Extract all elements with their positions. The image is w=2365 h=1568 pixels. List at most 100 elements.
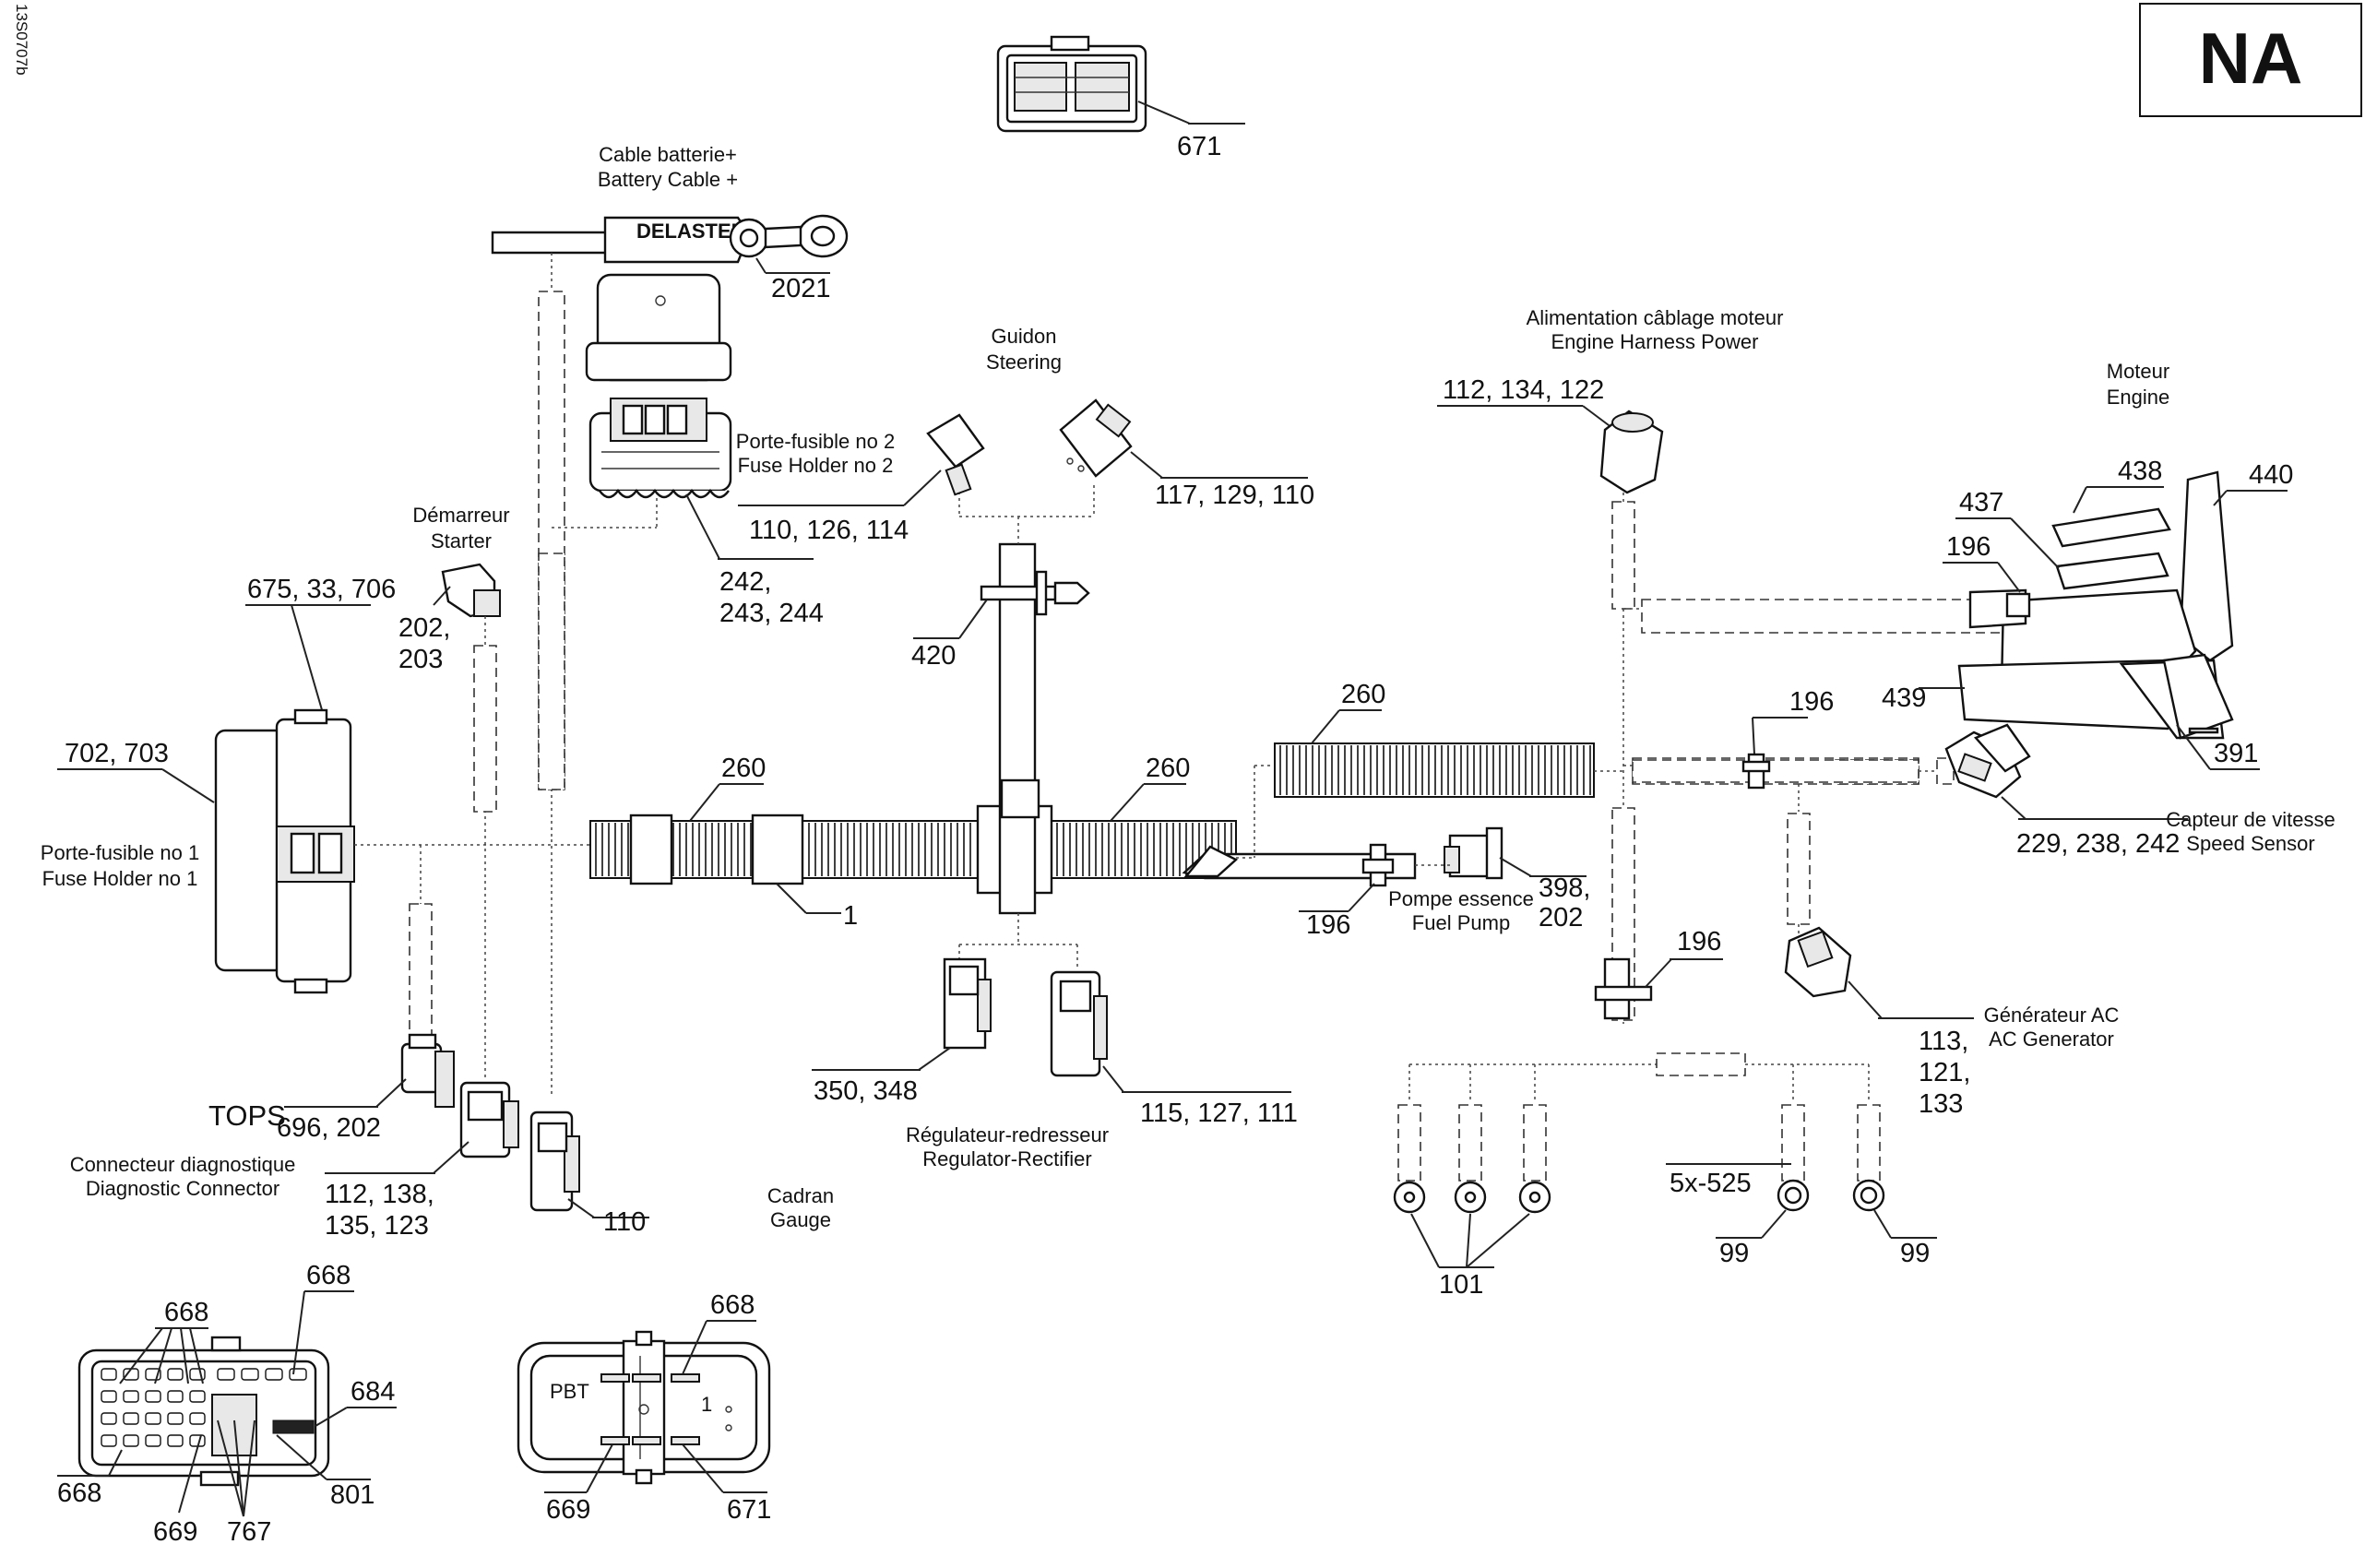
gauge-connector	[529, 1111, 580, 1212]
connector-pin	[167, 1368, 184, 1381]
engine-label-en: Engine	[2107, 386, 2170, 409]
connector-pin	[101, 1434, 117, 1447]
part-number-260-middle: 260	[1146, 754, 1190, 783]
part-number-801: 801	[330, 1480, 374, 1510]
regulator-label-en: Regulator-Rectifier	[922, 1147, 1091, 1170]
fuse-holder-1-label-fr: Porte-fusible no 1	[41, 841, 199, 864]
engine-connectors	[1957, 470, 2234, 740]
ac-generator-connector	[1784, 926, 1852, 998]
part-number-133: 133	[1919, 1089, 1963, 1119]
starter-label-en: Starter	[431, 529, 492, 552]
clip-420	[913, 570, 1090, 639]
fuel-pump-connector	[1444, 826, 1503, 880]
part-number-196-speed: 196	[1789, 687, 1834, 717]
engine-label-fr: Moteur	[2107, 360, 2169, 383]
connector-pin	[101, 1368, 117, 1381]
part-number-1: 1	[843, 901, 858, 931]
battery-cable-label-fr: Cable batterie+	[599, 143, 737, 166]
part-number-113: 113,	[1919, 1027, 1968, 1056]
connector-pin	[145, 1434, 161, 1447]
tops-connector	[400, 1033, 455, 1108]
part-number-671-right: 671	[727, 1495, 771, 1525]
steering-label-fr: Guidon	[992, 325, 1057, 348]
part-number-684: 684	[351, 1377, 395, 1407]
part-number-696-202: 696, 202	[277, 1113, 381, 1143]
ground-terminals	[1393, 1104, 1885, 1214]
connector-pin	[123, 1412, 139, 1425]
part-number-2021: 2021	[771, 274, 831, 303]
part-number-420: 420	[911, 641, 956, 671]
part-number-671-top: 671	[1177, 132, 1221, 161]
part-number-202-fuel: 202	[1539, 903, 1583, 932]
part-number-110-gauge: 110	[603, 1207, 646, 1237]
part-number-99-left: 99	[1719, 1239, 1749, 1268]
fuel-pump-label-en: Fuel Pump	[1412, 911, 1510, 934]
fuse-holder-1-label-en: Fuse Holder no 1	[42, 867, 198, 890]
diagnostic-connector	[459, 1081, 519, 1158]
part-number-196-engine: 196	[1946, 532, 1991, 562]
tops-label: TOPS	[208, 1099, 286, 1132]
engine-harness-power-label-fr: Alimentation câblage moteur	[1527, 306, 1784, 329]
speed-sensor-label-en: Speed Sensor	[2186, 832, 2314, 855]
connector-pin	[145, 1390, 161, 1403]
part-number-196-fuel: 196	[1306, 910, 1350, 940]
part-number-203: 203	[398, 645, 443, 674]
part-number-440: 440	[2249, 460, 2293, 490]
fuse-holder-2-label-fr: Porte-fusible no 2	[736, 430, 895, 453]
part-number-398: 398,	[1539, 873, 1590, 903]
part-number-668-right: 668	[710, 1290, 755, 1320]
region-code: NA	[2199, 18, 2303, 99]
engine-harness-power-label-en: Engine Harness Power	[1551, 330, 1758, 353]
connector-pin	[241, 1368, 259, 1381]
part-number-702-703: 702, 703	[65, 739, 169, 768]
part-number-112-138: 112, 138,	[325, 1180, 434, 1209]
speed-sensor-connector	[1944, 723, 2031, 799]
fuel-pump-clip-196	[1361, 843, 1395, 887]
regulator-connector-right	[1050, 970, 1108, 1077]
part-number-117-129-110: 117, 129, 110	[1155, 481, 1314, 510]
starter-label-fr: Démarreur	[412, 504, 509, 527]
harness-clip-196	[1594, 957, 1653, 1020]
engine-harness-power-connector	[1599, 410, 1664, 494]
connector-pin	[289, 1368, 307, 1381]
part-number-437: 437	[1959, 488, 2003, 517]
diagnostic-label-fr: Connecteur diagnostique	[70, 1153, 296, 1176]
part-number-115-127-111: 115, 127, 111	[1140, 1099, 1298, 1128]
part-number-229-238-242: 229, 238, 242	[2016, 829, 2180, 859]
fuse-holder-2	[588, 398, 814, 560]
connector-pin	[167, 1434, 184, 1447]
part-number-668-b: 668	[306, 1261, 351, 1290]
part-number-242: 242,	[719, 567, 771, 597]
part-number-101: 101	[1439, 1270, 1483, 1300]
part-number-669-right: 669	[546, 1495, 590, 1525]
part-number-260-left: 260	[721, 754, 766, 783]
svg-text:DELASTEK: DELASTEK	[636, 220, 746, 243]
connector-pin	[167, 1390, 184, 1403]
connector-pin	[101, 1390, 117, 1403]
svg-text:PBT: PBT	[550, 1380, 589, 1403]
fuse-holder-1	[214, 708, 355, 994]
conduit-engine	[1274, 742, 1595, 798]
ecm-connector-right: PBT 1	[517, 1330, 771, 1485]
connector-pin	[123, 1390, 139, 1403]
connector-pin	[101, 1412, 117, 1425]
part-number-391: 391	[2214, 739, 2258, 768]
gauge-label-en: Gauge	[770, 1208, 831, 1231]
connector-671-top	[996, 35, 1245, 133]
part-number-260-right: 260	[1341, 680, 1385, 709]
connector-pin	[265, 1368, 283, 1381]
steering-label-en: Steering	[986, 350, 1062, 374]
ac-generator-label-fr: Générateur AC	[1984, 1004, 2120, 1027]
speed-sensor-clip	[1741, 753, 1771, 790]
connector-pin	[189, 1390, 206, 1403]
connector-pin	[189, 1434, 206, 1447]
part-number-438: 438	[2118, 457, 2162, 486]
battery-cable: DELASTEK	[491, 214, 849, 274]
connector-pin	[167, 1412, 184, 1425]
ac-generator-label-en: AC Generator	[1989, 1028, 2114, 1051]
part-number-99-right: 99	[1900, 1239, 1930, 1268]
part-number-135-123: 135, 123	[325, 1211, 429, 1241]
fuel-pump-label-fr: Pompe essence	[1388, 887, 1534, 910]
part-number-767: 767	[227, 1517, 271, 1547]
